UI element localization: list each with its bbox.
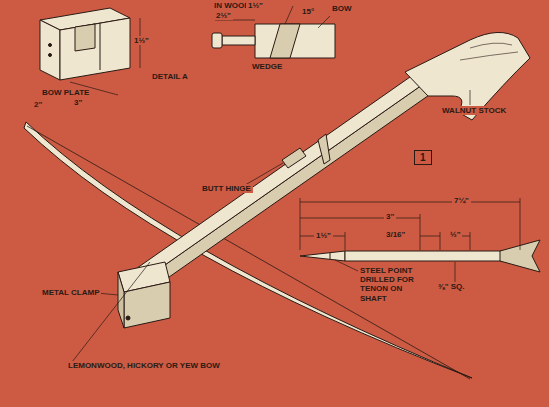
dimension-label: 3" [72, 98, 84, 107]
dimension-label: 7¼" [452, 196, 471, 205]
dimension-label: 3" [384, 212, 396, 221]
part-label: WEDGE [250, 62, 284, 71]
part-label: ½" [448, 230, 462, 239]
part-label: WALNUT STOCK [440, 106, 508, 115]
figure-number-box: 1 [414, 150, 432, 165]
part-label: BOW [330, 4, 354, 13]
dimension-label: 15° [300, 7, 316, 16]
part-label: BOW PLATE [40, 88, 91, 97]
part-label: BUTT HINGE [200, 184, 253, 193]
dimension-label: 2" [32, 100, 44, 109]
part-label: DETAIL A [150, 72, 190, 81]
part-label: STEEL POINT DRILLED FOR TENON ON SHAFT [358, 266, 432, 303]
part-label: METAL CLAMP [40, 288, 101, 297]
part-label: ⅜" SQ. [436, 282, 466, 291]
dimension-label: 2½" [214, 11, 233, 20]
part-label: LEMONWOOD, HICKORY OR YEW BOW [66, 361, 222, 370]
dimension-label: 3/16" [384, 230, 407, 239]
dimension-label: 1½" [132, 36, 151, 45]
dimension-label: 1½" [314, 231, 333, 240]
dimension-label: 1½" [246, 1, 265, 10]
figure-number: 1 [420, 152, 426, 163]
